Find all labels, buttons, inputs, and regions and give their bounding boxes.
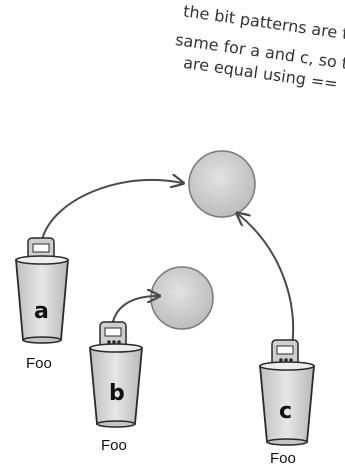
foo-object-shared [188, 150, 256, 218]
cup-b-type-label: Foo [101, 437, 127, 454]
cup-a: a [15, 237, 69, 344]
cup-c-type-label: Foo [270, 450, 296, 467]
cup-b-letter: b [109, 381, 125, 406]
cup-b: b [89, 321, 143, 428]
foo-object-b [150, 266, 214, 330]
cup-c: c [259, 339, 315, 446]
cup-c-letter: c [279, 399, 292, 424]
cup-a-type-label: Foo [26, 355, 52, 372]
arrow-c-to-object [238, 214, 295, 348]
cup-a-letter: a [34, 299, 49, 324]
annotation: the bit patterns are the same for a and … [174, 1, 345, 93]
arrow-b-to-object [111, 296, 158, 327]
arrow-a-to-object [41, 180, 182, 241]
